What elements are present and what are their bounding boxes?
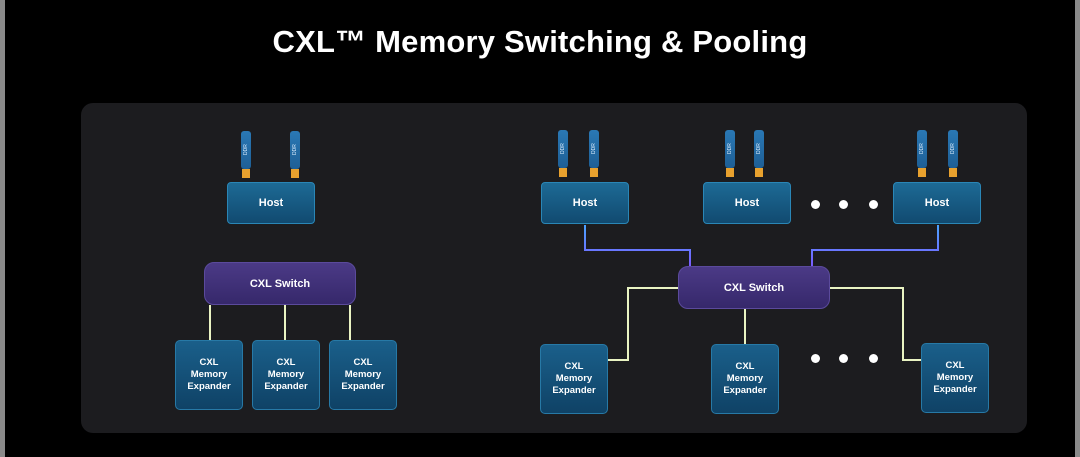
ddr-contacts bbox=[726, 168, 734, 177]
ddr-module: DDR bbox=[241, 131, 251, 178]
ddr-module: DDR bbox=[754, 130, 764, 177]
ddr-module: DDR bbox=[558, 130, 568, 177]
host-box: Host bbox=[893, 182, 981, 224]
ddr-label: DDR bbox=[243, 144, 249, 156]
ddr-label: DDR bbox=[591, 143, 597, 155]
ddr-contacts bbox=[949, 168, 957, 177]
ddr-label: DDR bbox=[756, 143, 762, 155]
right-frame-edge bbox=[1075, 0, 1080, 457]
ddr-contacts bbox=[242, 169, 250, 178]
ddr-contacts bbox=[291, 169, 299, 178]
ddr-label: DDR bbox=[560, 143, 566, 155]
switch-to-expander-line bbox=[830, 287, 921, 361]
ellipsis-dot bbox=[869, 354, 878, 363]
host-box: Host bbox=[541, 182, 629, 224]
ddr-contacts bbox=[559, 168, 567, 177]
ddr-module: DDR bbox=[917, 130, 927, 177]
cxl-switch-box: CXL Switch bbox=[204, 262, 356, 305]
host-to-switch-line bbox=[811, 225, 939, 266]
ddr-label: DDR bbox=[727, 143, 733, 155]
ddr-contacts bbox=[590, 168, 598, 177]
ddr-label: DDR bbox=[919, 143, 925, 155]
ellipsis-dot bbox=[869, 200, 878, 209]
ellipsis-dot bbox=[839, 200, 848, 209]
host-to-switch-line bbox=[584, 225, 691, 266]
page-title: CXL™ Memory Switching & Pooling bbox=[272, 24, 808, 59]
ddr-contacts bbox=[918, 168, 926, 177]
host-box: Host bbox=[227, 182, 315, 224]
cxl-switch-box: CXL Switch bbox=[678, 266, 830, 309]
ellipsis-dot bbox=[811, 200, 820, 209]
ddr-module: DDR bbox=[589, 130, 599, 177]
ddr-label: DDR bbox=[292, 144, 298, 156]
ellipsis-dot bbox=[839, 354, 848, 363]
ddr-contacts bbox=[755, 168, 763, 177]
left-frame-edge bbox=[0, 0, 5, 457]
switch-to-expander-line bbox=[608, 287, 678, 361]
host-box: Host bbox=[703, 182, 791, 224]
ddr-module: DDR bbox=[948, 130, 958, 177]
ddr-module: DDR bbox=[725, 130, 735, 177]
ddr-module: DDR bbox=[290, 131, 300, 178]
ellipsis-dot bbox=[811, 354, 820, 363]
ddr-label: DDR bbox=[950, 143, 956, 155]
